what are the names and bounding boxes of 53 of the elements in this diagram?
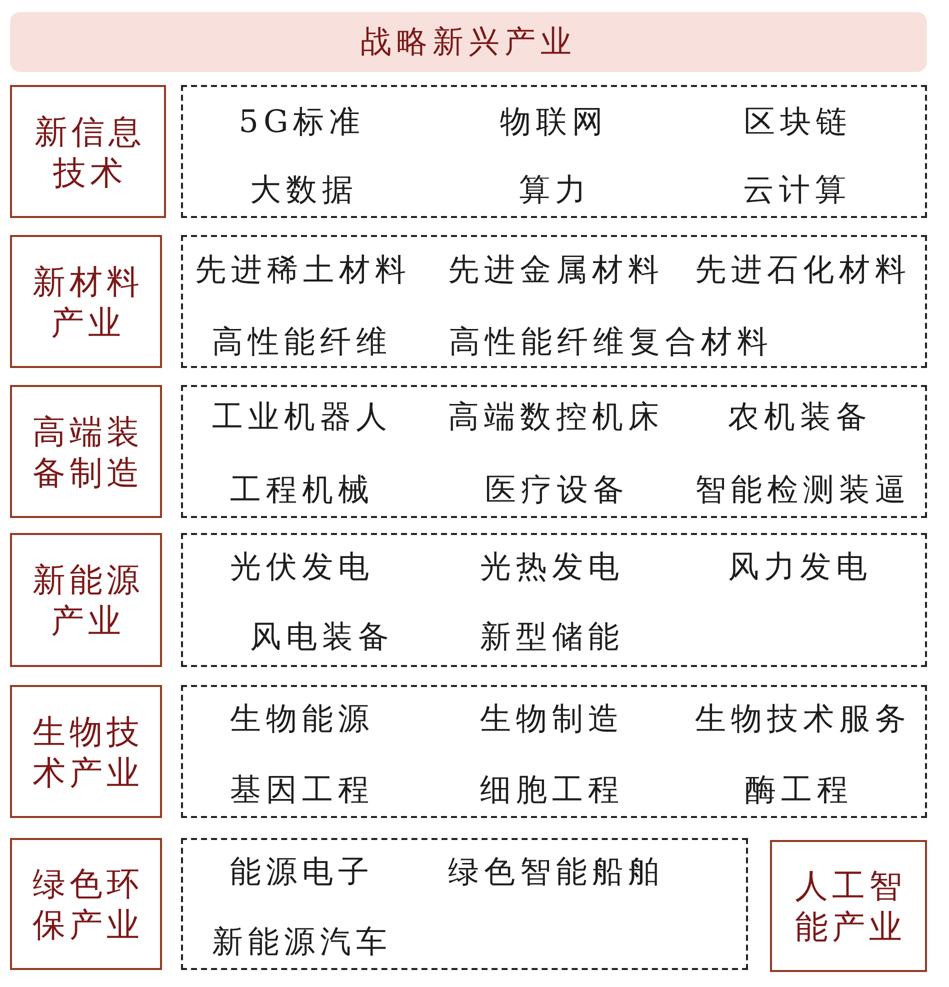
item-label: 风力发电 — [728, 548, 872, 587]
item-label: 光伏发电 — [230, 548, 374, 587]
item-label: 生物能源 — [230, 700, 374, 739]
category-label: 新能源产业 — [32, 559, 144, 641]
category-label: 人工智能产业 — [794, 865, 907, 947]
dashed-panel — [181, 235, 927, 368]
item-label: 能源电子 — [230, 853, 374, 892]
item-label: 高性能纤维复合材料 — [449, 323, 773, 362]
dashed-panel — [181, 838, 748, 970]
category-label: 绿色环保产业 — [32, 863, 144, 945]
item-label: 云计算 — [743, 171, 851, 210]
item-label: 大数据 — [250, 171, 358, 210]
category-box — [10, 533, 162, 667]
item-label: 工业机器人 — [212, 398, 392, 437]
item-label: 先进稀土材料 — [195, 251, 411, 290]
dashed-panel — [181, 685, 927, 818]
item-label: 先进石化材料 — [695, 251, 911, 290]
category-box — [10, 85, 166, 218]
item-label: 生物技术服务 — [695, 700, 911, 739]
item-label: 农机装备 — [728, 398, 872, 437]
item-label: 新型储能 — [480, 618, 624, 657]
item-label: 光热发电 — [480, 548, 624, 587]
title-text: 战略新兴产业 — [360, 23, 576, 62]
dashed-panel — [181, 385, 927, 518]
item-label: 物联网 — [500, 103, 608, 142]
category-label: 高端装备制造 — [32, 410, 144, 492]
item-label: 高性能纤维 — [212, 323, 392, 362]
item-label: 智能检测装逼 — [695, 471, 911, 510]
item-label: 细胞工程 — [480, 771, 624, 810]
category-label: 新信息技术 — [34, 110, 146, 192]
dashed-panel — [181, 85, 927, 218]
category-box — [10, 838, 162, 970]
category-box — [10, 235, 162, 368]
item-label: 算力 — [519, 171, 591, 210]
item-label: 生物制造 — [480, 700, 624, 739]
item-label: 区块链 — [744, 103, 852, 142]
dashed-panel — [181, 533, 927, 667]
category-label: 生物技术产业 — [32, 710, 144, 792]
item-label: 5G标准 — [238, 103, 366, 142]
item-label: 医疗设备 — [485, 471, 629, 510]
item-label: 绿色智能船舶 — [448, 853, 664, 892]
category-box — [10, 385, 162, 518]
item-label: 高端数控机床 — [448, 398, 664, 437]
category-box — [10, 685, 162, 818]
item-label: 酶工程 — [745, 771, 853, 810]
category-box — [770, 840, 927, 972]
item-label: 基因工程 — [230, 771, 374, 810]
category-label: 新材料产业 — [32, 260, 144, 342]
item-label: 工程机械 — [230, 471, 374, 510]
item-label: 先进金属材料 — [448, 251, 664, 290]
title-band — [10, 12, 927, 72]
item-label: 风电装备 — [250, 618, 394, 657]
item-label: 新能源汽车 — [212, 923, 392, 962]
